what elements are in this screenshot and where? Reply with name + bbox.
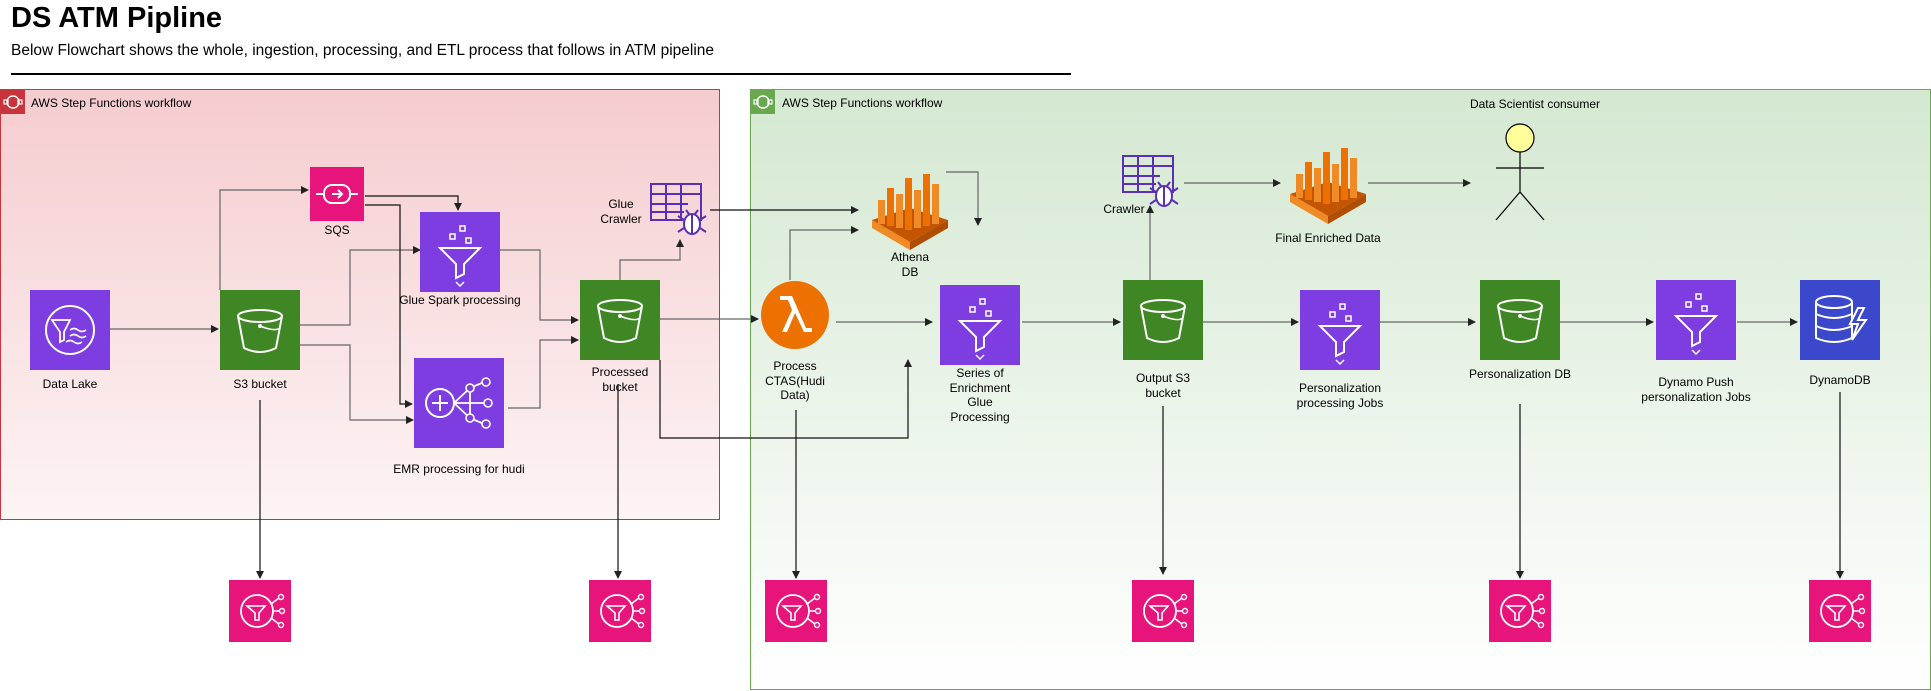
glue-crawler-label: Glue Crawler <box>600 197 642 226</box>
lambda-label: Process CTAS(Hudi Data) <box>765 359 825 402</box>
enrichment-glue-icon[interactable] <box>940 285 1020 365</box>
emr-icon[interactable] <box>414 358 504 448</box>
group-label-left: AWS Step Functions workflow <box>31 96 192 110</box>
s3-bucket-icon[interactable] <box>220 290 300 370</box>
sns-icon[interactable] <box>229 580 291 642</box>
output-s3-label: Output S3 bucket <box>1135 371 1191 400</box>
output-s3-icon[interactable] <box>1123 280 1203 360</box>
dynamodb-label: DynamoDB <box>1809 373 1871 387</box>
sns-icon[interactable] <box>1809 580 1871 642</box>
s3-bucket-label: S3 bucket <box>233 377 287 391</box>
final-enriched-data-label: Final Enriched Data <box>1275 231 1381 245</box>
glue-spark-label: Glue Spark processing <box>399 293 521 307</box>
processed-bucket-label: Processed bucket <box>591 365 649 394</box>
personalization-jobs-icon[interactable] <box>1300 290 1380 370</box>
sns-icon[interactable] <box>765 580 827 642</box>
dynamo-push-icon[interactable] <box>1656 280 1736 360</box>
crawler-label: Crawler <box>1103 202 1145 216</box>
emr-label: EMR processing for hudi <box>393 462 525 476</box>
person-icon[interactable] <box>1490 122 1550 222</box>
dynamodb-icon[interactable] <box>1800 280 1880 360</box>
step-functions-group-right <box>750 89 1931 690</box>
personalization-jobs-label: Personalization processing Jobs <box>1296 381 1384 410</box>
page-subtitle: Below Flowchart shows the whole, ingesti… <box>11 42 715 59</box>
dynamo-push-label: Dynamo Push personalization Jobs <box>1641 375 1751 404</box>
title-divider <box>11 73 1071 75</box>
glue-crawler-icon[interactable] <box>648 180 710 242</box>
athena-label: Athena DB <box>890 250 930 279</box>
page-title: DS ATM Pipline <box>11 2 223 34</box>
sns-icon[interactable] <box>1132 580 1194 642</box>
data-lake-label: Data Lake <box>42 377 98 391</box>
glue-spark-icon[interactable] <box>420 212 500 292</box>
consumer-label: Data Scientist consumer <box>1469 97 1601 111</box>
sqs-icon[interactable] <box>310 167 364 221</box>
sns-icon[interactable] <box>589 580 651 642</box>
sns-icon[interactable] <box>1489 580 1551 642</box>
data-lake-icon[interactable] <box>30 290 110 370</box>
lambda-icon[interactable] <box>760 280 830 350</box>
step-functions-icon <box>1 90 25 114</box>
final-enriched-data-icon[interactable] <box>1288 144 1368 224</box>
step-functions-icon <box>751 90 775 114</box>
sqs-label: SQS <box>324 223 350 237</box>
enrichment-label: Series of Enrichment Glue Processing <box>949 366 1011 424</box>
personalization-db-icon[interactable] <box>1480 280 1560 360</box>
processed-bucket-icon[interactable] <box>580 280 660 360</box>
personalization-db-label: Personalization DB <box>1468 367 1572 381</box>
athena-icon[interactable] <box>870 170 950 250</box>
group-label-right: AWS Step Functions workflow <box>782 96 943 110</box>
crawler-icon[interactable] <box>1120 152 1182 214</box>
